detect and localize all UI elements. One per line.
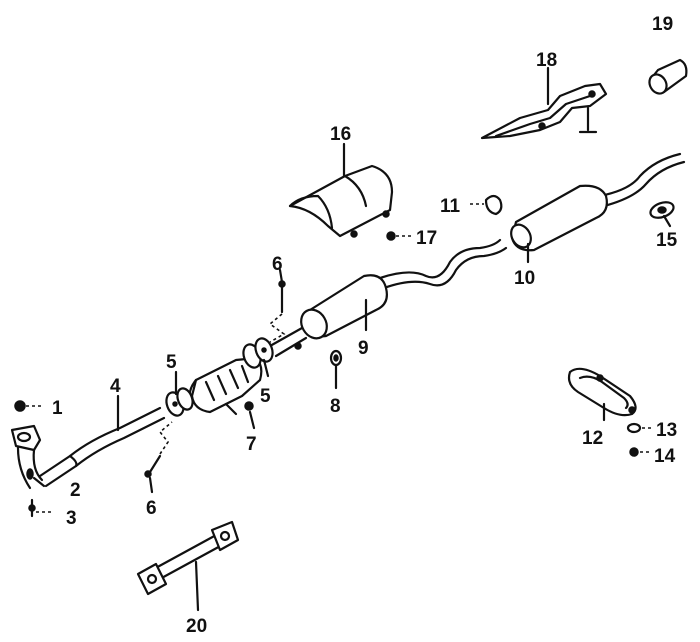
callout-6-upper: 6	[272, 254, 283, 275]
nut-14	[629, 447, 652, 457]
callout-17: 17	[416, 228, 437, 249]
callout-5-front: 5	[166, 352, 177, 373]
callout-10: 10	[514, 268, 535, 289]
bolt-6-upper	[268, 280, 286, 343]
gasket-front	[165, 387, 194, 417]
bolt-17	[386, 231, 412, 241]
manifold-flange	[10, 424, 44, 490]
washer-13	[626, 422, 654, 434]
connecting-pipe-20	[136, 520, 240, 596]
callout-4: 4	[110, 376, 121, 397]
callout-20: 20	[186, 616, 207, 637]
rear-muffler	[510, 152, 686, 252]
gasket-rear	[242, 337, 274, 369]
callout-11: 11	[440, 196, 461, 217]
hanger-rubber-11	[470, 194, 503, 216]
center-muffler-pipe	[268, 238, 508, 358]
rear-heat-shield	[480, 82, 608, 140]
callout-9: 9	[358, 338, 369, 359]
callout-18: 18	[536, 50, 557, 71]
front-pipe	[38, 406, 166, 488]
front-heat-shield	[288, 164, 394, 238]
stud-3	[28, 498, 52, 518]
hanger-rubber-8	[329, 349, 343, 367]
callout-15: 15	[656, 230, 678, 251]
callout-8: 8	[330, 396, 341, 417]
leader-lines	[32, 66, 672, 612]
tail-pipe-tip	[648, 58, 688, 95]
hanger-ring-12	[567, 367, 637, 417]
nut-7	[244, 401, 254, 411]
callout-19: 19	[652, 14, 673, 35]
callout-labels: 1 2 3 4 5 5 6 6 7 8 9 10 11 12 13 14 15 …	[52, 14, 678, 637]
callout-5-rear: 5	[260, 386, 271, 407]
callout-6-lower: 6	[146, 498, 157, 519]
hanger-15	[649, 201, 675, 219]
callout-13: 13	[656, 420, 677, 441]
callout-14: 14	[654, 446, 676, 467]
callout-2: 2	[70, 480, 81, 501]
nut-1	[14, 400, 44, 412]
callout-16: 16	[330, 124, 351, 145]
callout-1: 1	[52, 398, 63, 419]
callout-12: 12	[582, 428, 603, 449]
bolt-6-lower	[144, 421, 173, 478]
callout-7: 7	[246, 434, 257, 455]
callout-3: 3	[66, 508, 77, 529]
